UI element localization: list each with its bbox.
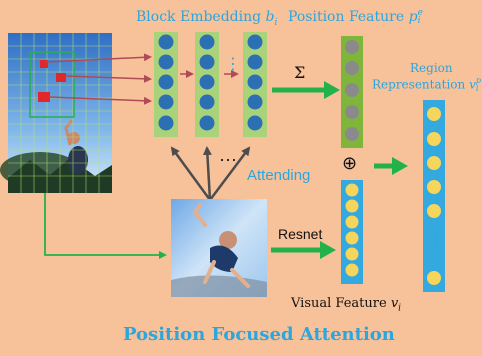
region-line2: Representation xyxy=(372,77,466,92)
fusion-arrowhead xyxy=(392,157,408,175)
patch-arrow xyxy=(48,96,152,105)
sum-symbol: Σ xyxy=(294,63,306,82)
highlight-patch xyxy=(40,60,48,68)
diagram-title: Position Focused Attention xyxy=(123,324,395,345)
highlight-patch xyxy=(38,92,50,102)
sum-arrowhead xyxy=(324,81,340,99)
plus-icon: ⊕ xyxy=(342,153,358,174)
block-embedding-column xyxy=(195,32,219,137)
vertical-ellipsis-region: ⋮ xyxy=(428,228,444,247)
position-feature-subscript: i xyxy=(417,16,421,26)
vertical-ellipsis-embedding: ⋮ xyxy=(225,54,241,73)
visual-feature-label: Visual Feature vi xyxy=(291,296,401,314)
block-embedding-symbol: b xyxy=(265,9,275,25)
attend-arrow xyxy=(170,146,212,201)
attending-label: Attending xyxy=(247,167,311,184)
position-feature-symbol: p xyxy=(408,9,418,25)
position-feature-column xyxy=(341,36,363,148)
visual-feature-text: Visual Feature xyxy=(291,296,387,311)
block-embedding-text: Block Embedding xyxy=(136,9,262,25)
region-image xyxy=(171,199,267,297)
patch-arrow xyxy=(45,53,152,63)
highlight-patch xyxy=(56,73,66,82)
patch-grid xyxy=(8,33,112,193)
resnet-label: Resnet xyxy=(278,226,323,242)
crop-arrow xyxy=(44,193,167,259)
resnet-arrowhead xyxy=(320,241,336,259)
attend-arrow xyxy=(202,146,212,201)
region-subscript: i xyxy=(475,84,479,93)
region-line1: Region xyxy=(410,61,453,75)
block-embedding-column xyxy=(243,32,267,137)
region-representation-column xyxy=(423,100,445,292)
position-feature-superscript: e xyxy=(417,8,423,18)
region-box xyxy=(29,51,75,118)
block-embedding-column xyxy=(154,32,178,137)
position-feature-text: Position Feature xyxy=(288,9,405,25)
visual-feature-subscript: i xyxy=(398,303,402,314)
visual-feature-symbol: v xyxy=(390,296,399,311)
block-embedding-label: Block Embedding bi xyxy=(136,9,277,28)
region-superscript: p xyxy=(475,76,481,85)
block-embedding-subscript: i xyxy=(274,17,278,28)
attend-arrow xyxy=(209,146,251,201)
region-symbol: v xyxy=(469,77,476,92)
input-image xyxy=(0,33,112,193)
horizontal-ellipsis: ⋯ xyxy=(219,150,237,171)
patch-arrow xyxy=(64,74,152,83)
visual-feature-column xyxy=(341,180,363,284)
